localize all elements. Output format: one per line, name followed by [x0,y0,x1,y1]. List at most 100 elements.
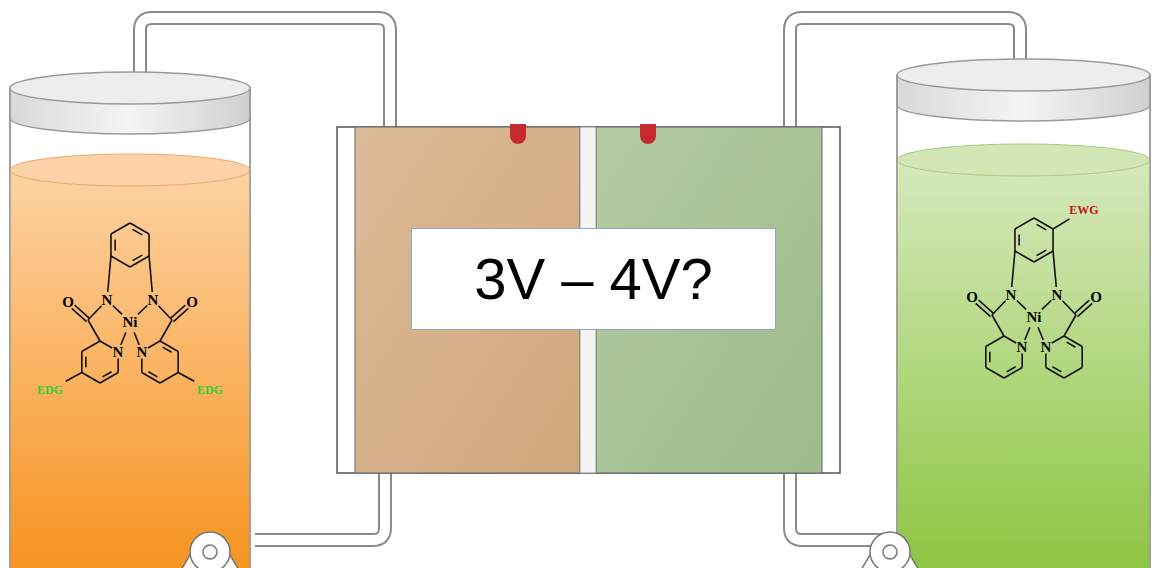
bond-line [1034,251,1053,262]
bond-line [178,373,194,382]
bond-line [141,359,143,373]
bond-line [1077,303,1092,316]
bond-line [142,373,160,384]
atom-label: O [966,290,978,305]
atom-label: Ni [1027,310,1042,325]
bond-line [1021,354,1023,368]
bond-line [171,305,186,318]
atom-label: N [148,293,159,308]
substituent-label: EDG [197,384,223,396]
bond-line [108,256,111,292]
bond-line [1037,250,1047,256]
nickel-complex [976,218,1093,378]
atom-label: N [1052,288,1063,303]
bond-line [173,308,188,321]
right-tank [897,59,1150,568]
bond-line [148,341,160,348]
bond-line [148,234,150,256]
bond-line [1075,300,1090,313]
bond-line [979,300,994,313]
atom-label: O [1090,290,1102,305]
bond-line [100,341,112,348]
bond-line [1064,336,1082,347]
bond-line [82,341,100,352]
bond-line [138,306,147,315]
bond-line [976,303,991,316]
bond-line [1064,315,1076,336]
bond-line [72,308,87,321]
atom-label: N [113,344,124,359]
bond-line [1017,301,1026,310]
electrode-tab [640,124,656,144]
atom-label: N [1017,339,1028,354]
left-tank [10,72,250,568]
bond-line [1014,229,1016,251]
bond-line [1052,367,1061,372]
bond-line [1012,251,1015,287]
bond-line [985,347,987,368]
voltage-question: 3V – 4V? [474,247,713,311]
bond-line [1007,367,1016,372]
bond-line [160,320,172,341]
bond-line [1015,251,1034,262]
bond-line [1015,218,1034,229]
bond-line [1081,347,1083,368]
bond-line [111,223,130,234]
bond-line [163,347,172,352]
bond-line [82,373,100,384]
atom-label: N [1041,339,1052,354]
electrode-tab [510,124,526,144]
pipes [140,18,1020,568]
bond-line [1063,301,1076,315]
bond-line [1004,336,1016,343]
bond-line [114,239,116,250]
bond-line [1064,368,1082,379]
bond-line [149,256,152,292]
bond-line [133,255,143,261]
bond-line [117,359,119,373]
bond-line [110,234,112,256]
bond-line [160,373,178,384]
atom-label: N [1006,288,1017,303]
atom-label: O [62,295,74,310]
bond-line [1042,301,1051,310]
pumps [178,532,922,568]
bond-line [88,320,100,341]
bond-line [992,301,1005,315]
molecule-structures [66,218,1092,383]
flow-cell [337,124,840,473]
bond-line [88,306,101,320]
bond-line [992,315,1004,336]
bond-line [1052,336,1064,343]
bond-line [177,352,179,373]
bond-line [1052,229,1054,251]
bond-line [1045,354,1047,368]
bond-line [1018,234,1020,245]
bond-line [133,229,143,235]
atom-label: N [102,293,113,308]
substituent-label: EWG [1069,204,1098,216]
voltage-box: 3V – 4V? [411,228,776,330]
bond-line [1037,224,1047,230]
bond-line [986,368,1004,379]
bond-line [986,336,1004,347]
bond-line [130,256,149,267]
atom-label: Ni [123,315,138,330]
bond-line [66,373,82,382]
bond-line [111,256,130,267]
bond-line [148,372,157,377]
atom-label: O [186,295,198,310]
bond-line [81,352,83,373]
bond-line [1046,368,1064,379]
bond-line [1053,219,1069,229]
bond-line [160,341,178,352]
bond-line [1004,368,1022,379]
bond-line [85,357,87,367]
bond-line [75,305,90,318]
bond-line [113,306,122,315]
bond-line [1034,218,1053,229]
atom-label: N [137,344,148,359]
bond-line [159,306,172,320]
bond-line [130,223,149,234]
bond-line [1053,251,1056,287]
